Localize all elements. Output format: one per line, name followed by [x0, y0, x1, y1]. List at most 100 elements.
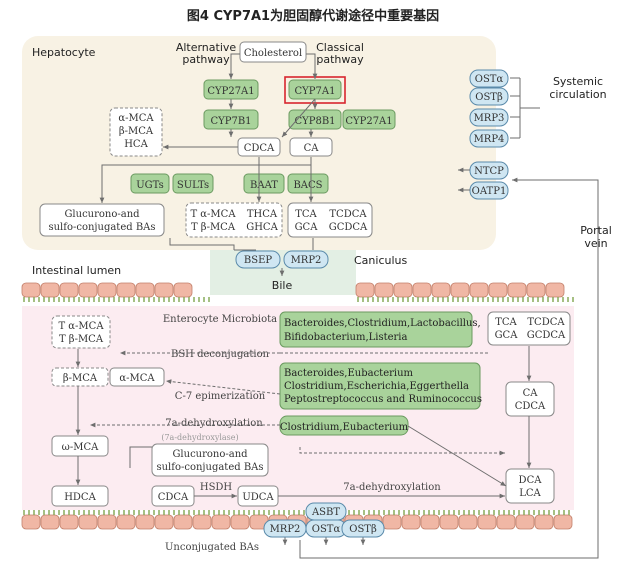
mrp4-pill [469, 129, 509, 148]
int-lca-text: LCA [519, 488, 541, 499]
int-tcdca: TCDCA [527, 317, 565, 328]
int-glucurono-2: sulfo-conjugated BAs [156, 462, 263, 473]
sults-box [172, 173, 214, 194]
int-gca: GCA [495, 330, 519, 341]
mrp3-pill [469, 108, 509, 127]
int-tca-box [487, 311, 571, 346]
epithelial-cell [59, 282, 79, 298]
epithelial-cell [116, 282, 136, 298]
int-amca-box [109, 367, 165, 387]
bacteria-1-line1: Bacteroides,Clostridium,Lactobacillus, [284, 318, 481, 329]
gca-text: GCA [295, 222, 319, 233]
epithelial-cell [21, 514, 41, 530]
bile-label: Bile [272, 279, 293, 292]
alternative-pathway-label-2: pathway [182, 53, 230, 66]
epithelial-cell [496, 514, 516, 530]
epithelial-cell [154, 282, 174, 298]
epithelial-cell [515, 514, 535, 530]
cyp8b1-text: CYP8B1 [294, 116, 335, 127]
right-transporters: OSTα OSTβ MRP3 MRP4 Systemic circulation… [299, 69, 612, 559]
bacteria-2-line2: Clostridium,Escherichia,Eggerthella [284, 381, 469, 392]
int-cdca-text: CDCA [515, 401, 546, 412]
mca-group-box [109, 107, 163, 157]
epithelial-cell [230, 514, 250, 530]
epithelial-cell [355, 282, 375, 298]
epithelial-cell [431, 282, 451, 298]
epithelial-cell [97, 514, 117, 530]
epithelial-cell [154, 514, 174, 530]
epithelial-cell [477, 514, 497, 530]
ntcp-text: NTCP [474, 166, 504, 177]
epithelial-cell [211, 514, 231, 530]
int-glucurono-box [151, 443, 269, 477]
int-bmca-text: β-MCA [63, 373, 98, 384]
int-omca-text: ω-MCA [62, 442, 99, 453]
int-bmca-box [51, 367, 109, 387]
epithelial-cell [97, 282, 117, 298]
epithelial-cell [469, 282, 489, 298]
alternative-pathway-label: Alternative [176, 41, 237, 54]
epithelial-cell [393, 282, 413, 298]
figure-title: 图4 CYP7A1为胆固醇代谢途径中重要基因 [187, 8, 439, 24]
cyp8b1-box [288, 109, 342, 130]
ostb-text: OSTβ [349, 524, 377, 535]
epithelial-cell [78, 282, 98, 298]
epithelial-cell [116, 514, 136, 530]
mrp3-text: MRP3 [474, 113, 505, 124]
cyp27a1-right-text: CYP27A1 [345, 116, 392, 127]
epithelial-cell [382, 514, 402, 530]
bacteria-3-text: Clostridium,Eubacterium [280, 422, 409, 433]
int-hdca-box [51, 485, 109, 507]
classical-pathway-label-2: pathway [316, 53, 364, 66]
ost-alpha-text: OSTα [475, 74, 504, 85]
oatp1-text: OATP1 [472, 186, 507, 197]
epithelial-cell [412, 282, 432, 298]
epithelial-cell [40, 282, 60, 298]
gcdca-text: GCDCA [329, 222, 368, 233]
epithelial-cell [401, 514, 421, 530]
epithelial-cell [420, 514, 440, 530]
c7-label: C-7 epimerization [175, 391, 266, 402]
mca-alpha: α-MCA [118, 113, 154, 124]
int-ca-text: CA [523, 388, 539, 399]
epithelial-cell [553, 514, 573, 530]
bacteria-2-line3: Peptostreptococcus and Ruminococcus [284, 394, 482, 405]
bsh-label: BSH deconjugation [171, 349, 270, 360]
epithelial-cell [21, 282, 41, 298]
portal-label-1: Portal [580, 224, 612, 237]
portal-vein-line [299, 177, 599, 559]
int-hdca-text: HDCA [64, 492, 96, 503]
ost-beta-pill [469, 87, 509, 106]
unconjugated-label: Unconjugated BAs [165, 542, 259, 553]
dehydrox-label: 7a-dehydroxylation [165, 418, 263, 429]
int-udca-text: UDCA [242, 492, 274, 503]
baat-text: BAAT [250, 180, 278, 191]
tmca-group-box [185, 202, 283, 238]
ca-box [289, 137, 333, 157]
systemic-label-2: circulation [549, 88, 606, 101]
epithelial-cell [40, 514, 60, 530]
cholesterol-box [239, 41, 307, 63]
epithelial-cell [374, 282, 394, 298]
epithelial-cell [507, 282, 527, 298]
hepatocyte-label: Hepatocyte [32, 46, 96, 59]
ost-alpha-pill [469, 69, 509, 88]
ghca: GHCA [246, 222, 278, 233]
glucurono-hep-box [39, 203, 165, 237]
epithelial-cell [192, 514, 212, 530]
epithelial-cell [545, 282, 565, 298]
int-tmca-beta: T β-MCA [59, 334, 104, 345]
caniculus-label: Caniculus [354, 254, 407, 267]
sults-text: SULTs [177, 180, 209, 191]
int-gcdca: GCDCA [527, 330, 566, 341]
enterocyte-microbiota-label: Enterocyte Microbiota [163, 314, 277, 325]
bsep-text: BSEP [244, 255, 272, 266]
mrp2-canal-pill [283, 250, 329, 269]
thca: THCA [247, 209, 278, 220]
int-omca-box [51, 435, 109, 457]
int-tca: TCA [495, 317, 517, 328]
ostb-pill [341, 519, 385, 538]
epithelial-cell [78, 514, 98, 530]
dehydrox-enzyme-label: (7a-dehydroxylase) [161, 433, 238, 442]
